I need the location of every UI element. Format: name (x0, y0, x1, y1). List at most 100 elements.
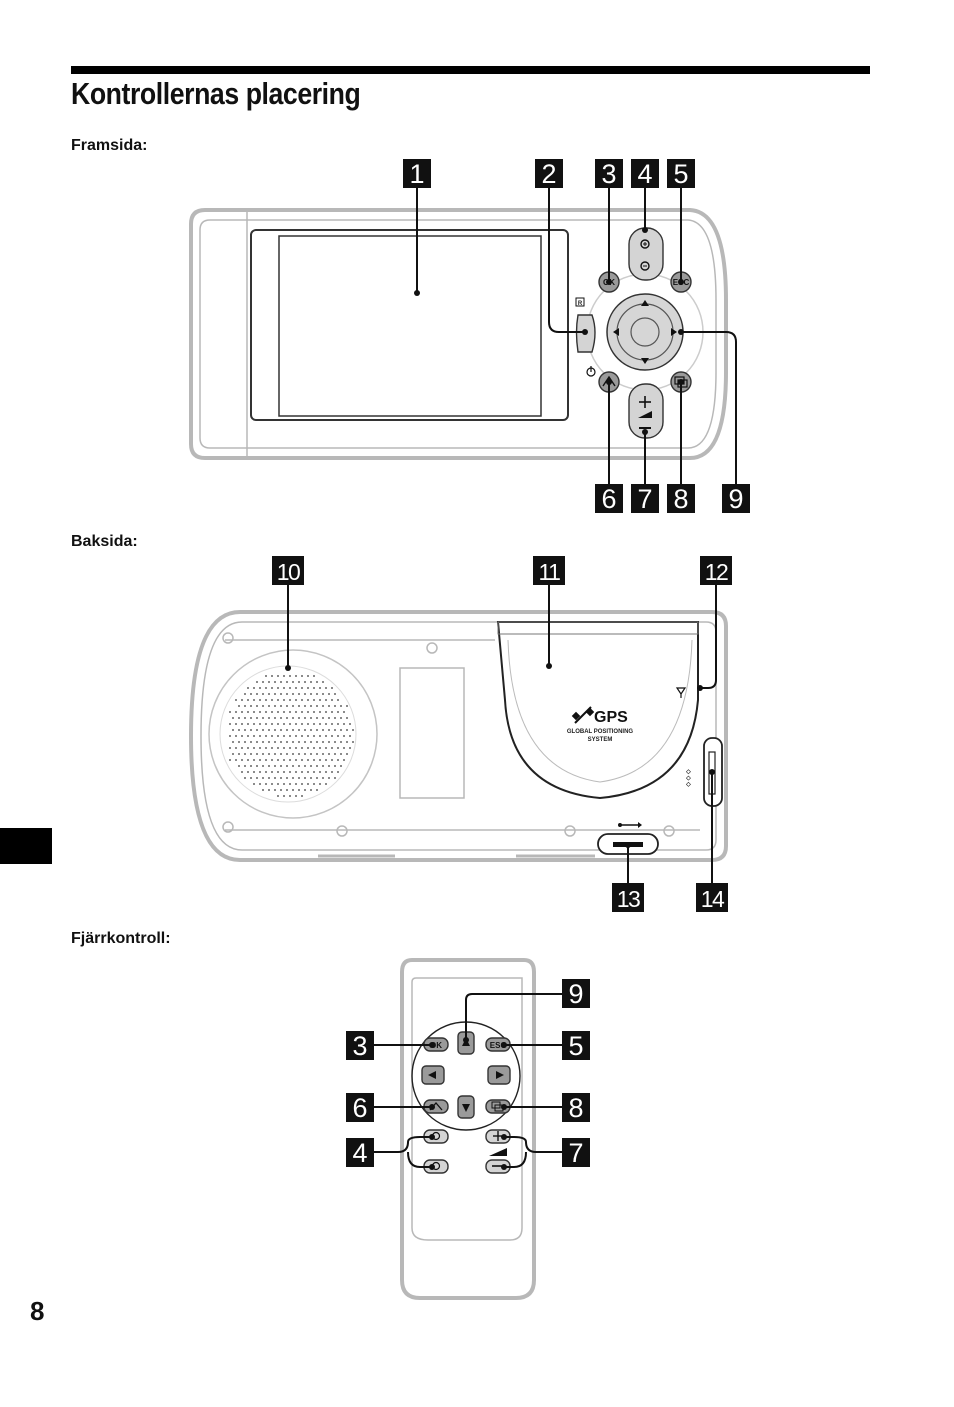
volume-rocker-button[interactable] (628, 383, 664, 439)
speaker-hole (271, 699, 273, 701)
speaker-hole (286, 717, 288, 719)
remote-left-button[interactable] (421, 1065, 445, 1085)
speaker-hole (301, 723, 303, 725)
speaker-hole (271, 675, 273, 677)
callout-2: 2 (535, 159, 563, 189)
remote-down-button[interactable] (457, 1095, 475, 1119)
speaker-hole (259, 783, 261, 785)
svg-text:6: 6 (352, 1093, 367, 1123)
speaker-hole (298, 729, 300, 731)
callout-1: 1 (403, 159, 431, 189)
speaker-hole (268, 789, 270, 791)
speaker-hole (262, 765, 264, 767)
speaker-hole (256, 753, 258, 755)
speaker-hole (286, 753, 288, 755)
remote-callout-4: 4 (346, 1138, 374, 1168)
speaker-hole (289, 771, 291, 773)
speaker-hole (292, 729, 294, 731)
speaker-hole (229, 711, 231, 713)
speaker-hole (283, 723, 285, 725)
speaker-hole (289, 735, 291, 737)
speaker-hole (238, 705, 240, 707)
speaker-hole (292, 765, 294, 767)
speaker-hole (316, 693, 318, 695)
speaker-hole (259, 735, 261, 737)
speaker-hole (301, 783, 303, 785)
speaker-hole (244, 765, 246, 767)
speaker-hole (229, 735, 231, 737)
speaker-hole (250, 753, 252, 755)
svg-text:4: 4 (637, 159, 652, 189)
speaker-hole (277, 735, 279, 737)
remote-right-button[interactable] (487, 1065, 511, 1085)
speaker-hole (280, 789, 282, 791)
speaker-hole (244, 693, 246, 695)
zoom-rocker-button[interactable] (628, 227, 664, 281)
speaker-hole (322, 717, 324, 719)
speaker-hole (307, 771, 309, 773)
speaker-hole (316, 765, 318, 767)
device-front-body (189, 208, 728, 460)
speaker-hole (331, 759, 333, 761)
speaker-hole (328, 741, 330, 743)
speaker-hole (259, 771, 261, 773)
speaker-hole (343, 747, 345, 749)
speaker-hole (349, 723, 351, 725)
speaker-hole (238, 765, 240, 767)
speaker-hole (328, 693, 330, 695)
speaker-hole (235, 759, 237, 761)
speaker-hole (280, 729, 282, 731)
speaker-hole (262, 789, 264, 791)
speaker-hole (256, 717, 258, 719)
speaker-hole (253, 711, 255, 713)
speaker-hole (253, 687, 255, 689)
speaker-hole (259, 759, 261, 761)
speaker-hole (337, 759, 339, 761)
speaker-hole (283, 747, 285, 749)
speaker-hole (277, 783, 279, 785)
speaker-hole (295, 675, 297, 677)
joystick-pad[interactable] (606, 293, 684, 371)
speaker-hole (310, 765, 312, 767)
speaker-hole (289, 783, 291, 785)
speaker-hole (304, 681, 306, 683)
arrow-down-icon (641, 358, 649, 364)
speaker-hole (241, 699, 243, 701)
speaker-hole (349, 747, 351, 749)
speaker-hole (304, 717, 306, 719)
speaker-hole (319, 771, 321, 773)
speaker-hole (313, 699, 315, 701)
speaker-hole (244, 705, 246, 707)
speaker-hole (274, 789, 276, 791)
speaker-hole (268, 681, 270, 683)
speaker-hole (265, 687, 267, 689)
speaker-hole (280, 741, 282, 743)
speaker-hole (283, 759, 285, 761)
speaker-hole (301, 687, 303, 689)
remote-callout-8: 8 (562, 1093, 590, 1123)
callout-11: 11 (533, 556, 565, 585)
back-view-diagram: GPS GLOBAL POSITIONING SYSTEM ◇ ◇ ◇ 10 1… (188, 556, 732, 912)
r-button[interactable]: R (575, 297, 596, 353)
speaker-hole (298, 741, 300, 743)
speaker-hole (277, 723, 279, 725)
speaker-hole (301, 675, 303, 677)
speaker-hole (316, 753, 318, 755)
speaker-hole (301, 735, 303, 737)
speaker-hole (337, 771, 339, 773)
speaker-hole (289, 699, 291, 701)
speaker-hole (280, 681, 282, 683)
speaker-hole (343, 711, 345, 713)
speaker-hole (250, 717, 252, 719)
speaker-hole (268, 717, 270, 719)
speaker-hole (268, 741, 270, 743)
speaker-hole (238, 717, 240, 719)
speaker-hole (349, 735, 351, 737)
speaker-hole (298, 777, 300, 779)
speaker-hole (298, 705, 300, 707)
callout-12: 12 (700, 556, 732, 585)
svg-text:13: 13 (617, 886, 640, 912)
speaker-hole (304, 693, 306, 695)
speaker-hole (313, 687, 315, 689)
speaker-hole (283, 675, 285, 677)
